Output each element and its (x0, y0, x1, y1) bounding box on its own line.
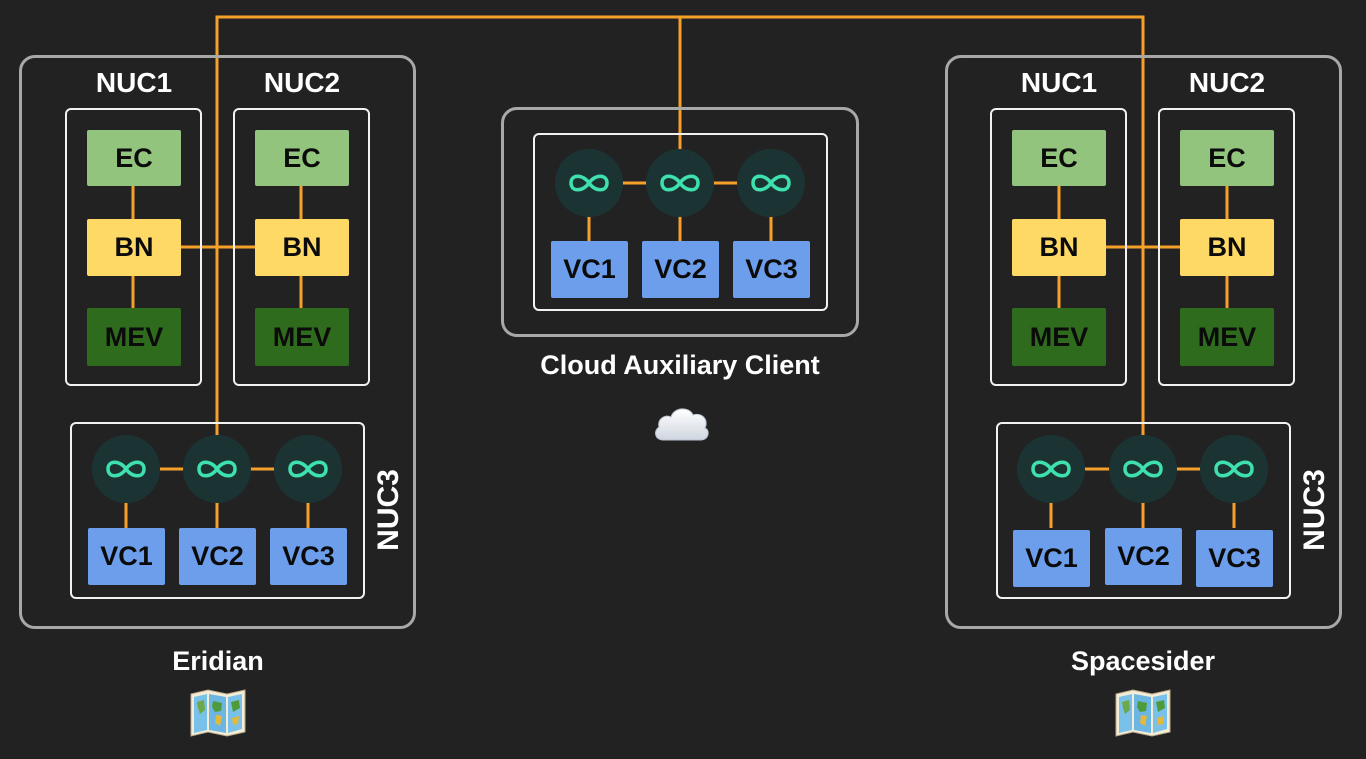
infinity-icon (646, 149, 714, 217)
infinity-icon (274, 435, 342, 503)
cloud-group (501, 107, 859, 337)
eridian-nuc2-execution-client: EC (255, 130, 349, 186)
eridian-nuc2-title: NUC2 (263, 67, 341, 98)
cloud-vc1: VC1 (551, 241, 628, 298)
eridian-nuc1-execution-client: EC (87, 130, 181, 186)
spacesider-caption: Spacesider (1070, 646, 1216, 676)
eridian-vc2: VC2 (179, 528, 256, 585)
world-map-icon (189, 688, 247, 738)
spacesider-nuc1-title: NUC1 (1020, 67, 1098, 98)
spacesider-nuc3-title: NUC3 (1298, 469, 1331, 551)
eridian-nuc2-beacon-node: BN (255, 219, 349, 276)
spacesider-nuc2-box (1158, 108, 1295, 386)
eridian-vc3: VC3 (270, 528, 347, 585)
spacesider-nuc1-mev: MEV (1012, 308, 1106, 366)
cloud-icon (651, 400, 711, 444)
cloud-inner-box (533, 133, 828, 311)
infinity-icon (1017, 435, 1085, 503)
infinity-icon (183, 435, 251, 503)
spacesider-vc1: VC1 (1013, 530, 1090, 587)
eridian-vc1: VC1 (88, 528, 165, 585)
infinity-icon (737, 149, 805, 217)
eridian-nuc2-box (233, 108, 370, 386)
eridian-nuc1-title: NUC1 (95, 67, 173, 98)
eridian-caption: Eridian (172, 646, 264, 676)
eridian-nuc1-box (65, 108, 202, 386)
spacesider-nuc2-beacon-node: BN (1180, 219, 1274, 276)
world-map-icon (1114, 688, 1172, 738)
spacesider-nuc2-title: NUC2 (1188, 67, 1266, 98)
spacesider-nuc1-beacon-node: BN (1012, 219, 1106, 276)
spacesider-nuc1-box (990, 108, 1127, 386)
infinity-icon (1109, 435, 1177, 503)
infinity-icon (555, 149, 623, 217)
spacesider-nuc2-execution-client: EC (1180, 130, 1274, 186)
spacesider-nuc1-execution-client: EC (1012, 130, 1106, 186)
eridian-nuc1-beacon-node: BN (87, 219, 181, 276)
cloud-vc3: VC3 (733, 241, 810, 298)
eridian-nuc2-mev: MEV (255, 308, 349, 366)
eridian-nuc3-box (70, 422, 365, 599)
infinity-icon (92, 435, 160, 503)
cloud-vc2: VC2 (642, 241, 719, 298)
spacesider-nuc3-box (996, 422, 1291, 599)
eridian-nuc1-mev: MEV (87, 308, 181, 366)
eridian-nuc3-title: NUC3 (372, 469, 405, 551)
infinity-icon (1200, 435, 1268, 503)
cloud-caption: Cloud Auxiliary Client (540, 350, 820, 380)
spacesider-vc3: VC3 (1196, 530, 1273, 587)
spacesider-vc2: VC2 (1105, 528, 1182, 585)
spacesider-nuc2-mev: MEV (1180, 308, 1274, 366)
spacesider-group (945, 55, 1342, 629)
eridian-group (19, 55, 416, 629)
